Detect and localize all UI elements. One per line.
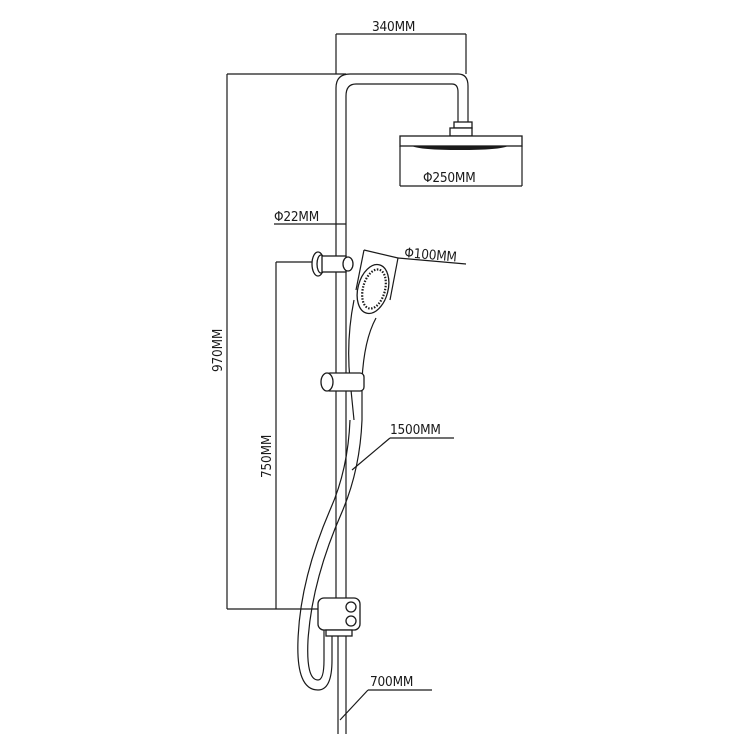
total-height-dimension bbox=[226, 73, 346, 610]
lower-pipe bbox=[337, 636, 347, 734]
arm-width-label: 340MM bbox=[372, 19, 415, 35]
wall-bracket bbox=[311, 251, 354, 277]
rain-head-connector bbox=[449, 121, 473, 137]
hand-shower-diameter-label: Φ100MM bbox=[404, 245, 458, 266]
slide-holder bbox=[320, 372, 365, 392]
rain-shower-head bbox=[399, 135, 523, 150]
shower-hose bbox=[297, 419, 363, 691]
total-height-label: 970MM bbox=[210, 329, 226, 372]
holder-height-label: 750MM bbox=[259, 435, 275, 478]
riser-pipe bbox=[335, 88, 347, 600]
pipe-diameter-label: Φ22MM bbox=[274, 209, 319, 225]
holder-height-dimension bbox=[275, 261, 318, 609]
hose-length-label: 1500MM bbox=[390, 422, 441, 438]
lower-pipe-leader bbox=[339, 689, 432, 721]
arm-width-dimension bbox=[335, 33, 467, 74]
diverter-valve bbox=[317, 597, 361, 637]
rain-head-diameter-label: Φ250MM bbox=[423, 170, 476, 186]
hose-length-leader bbox=[351, 437, 454, 471]
hand-shower-dimension bbox=[355, 249, 467, 301]
lower-pipe-length-label: 700MM bbox=[370, 674, 413, 690]
overhead-arm bbox=[335, 73, 469, 122]
rain-head-dimension bbox=[399, 146, 523, 187]
hand-shower bbox=[348, 263, 390, 421]
